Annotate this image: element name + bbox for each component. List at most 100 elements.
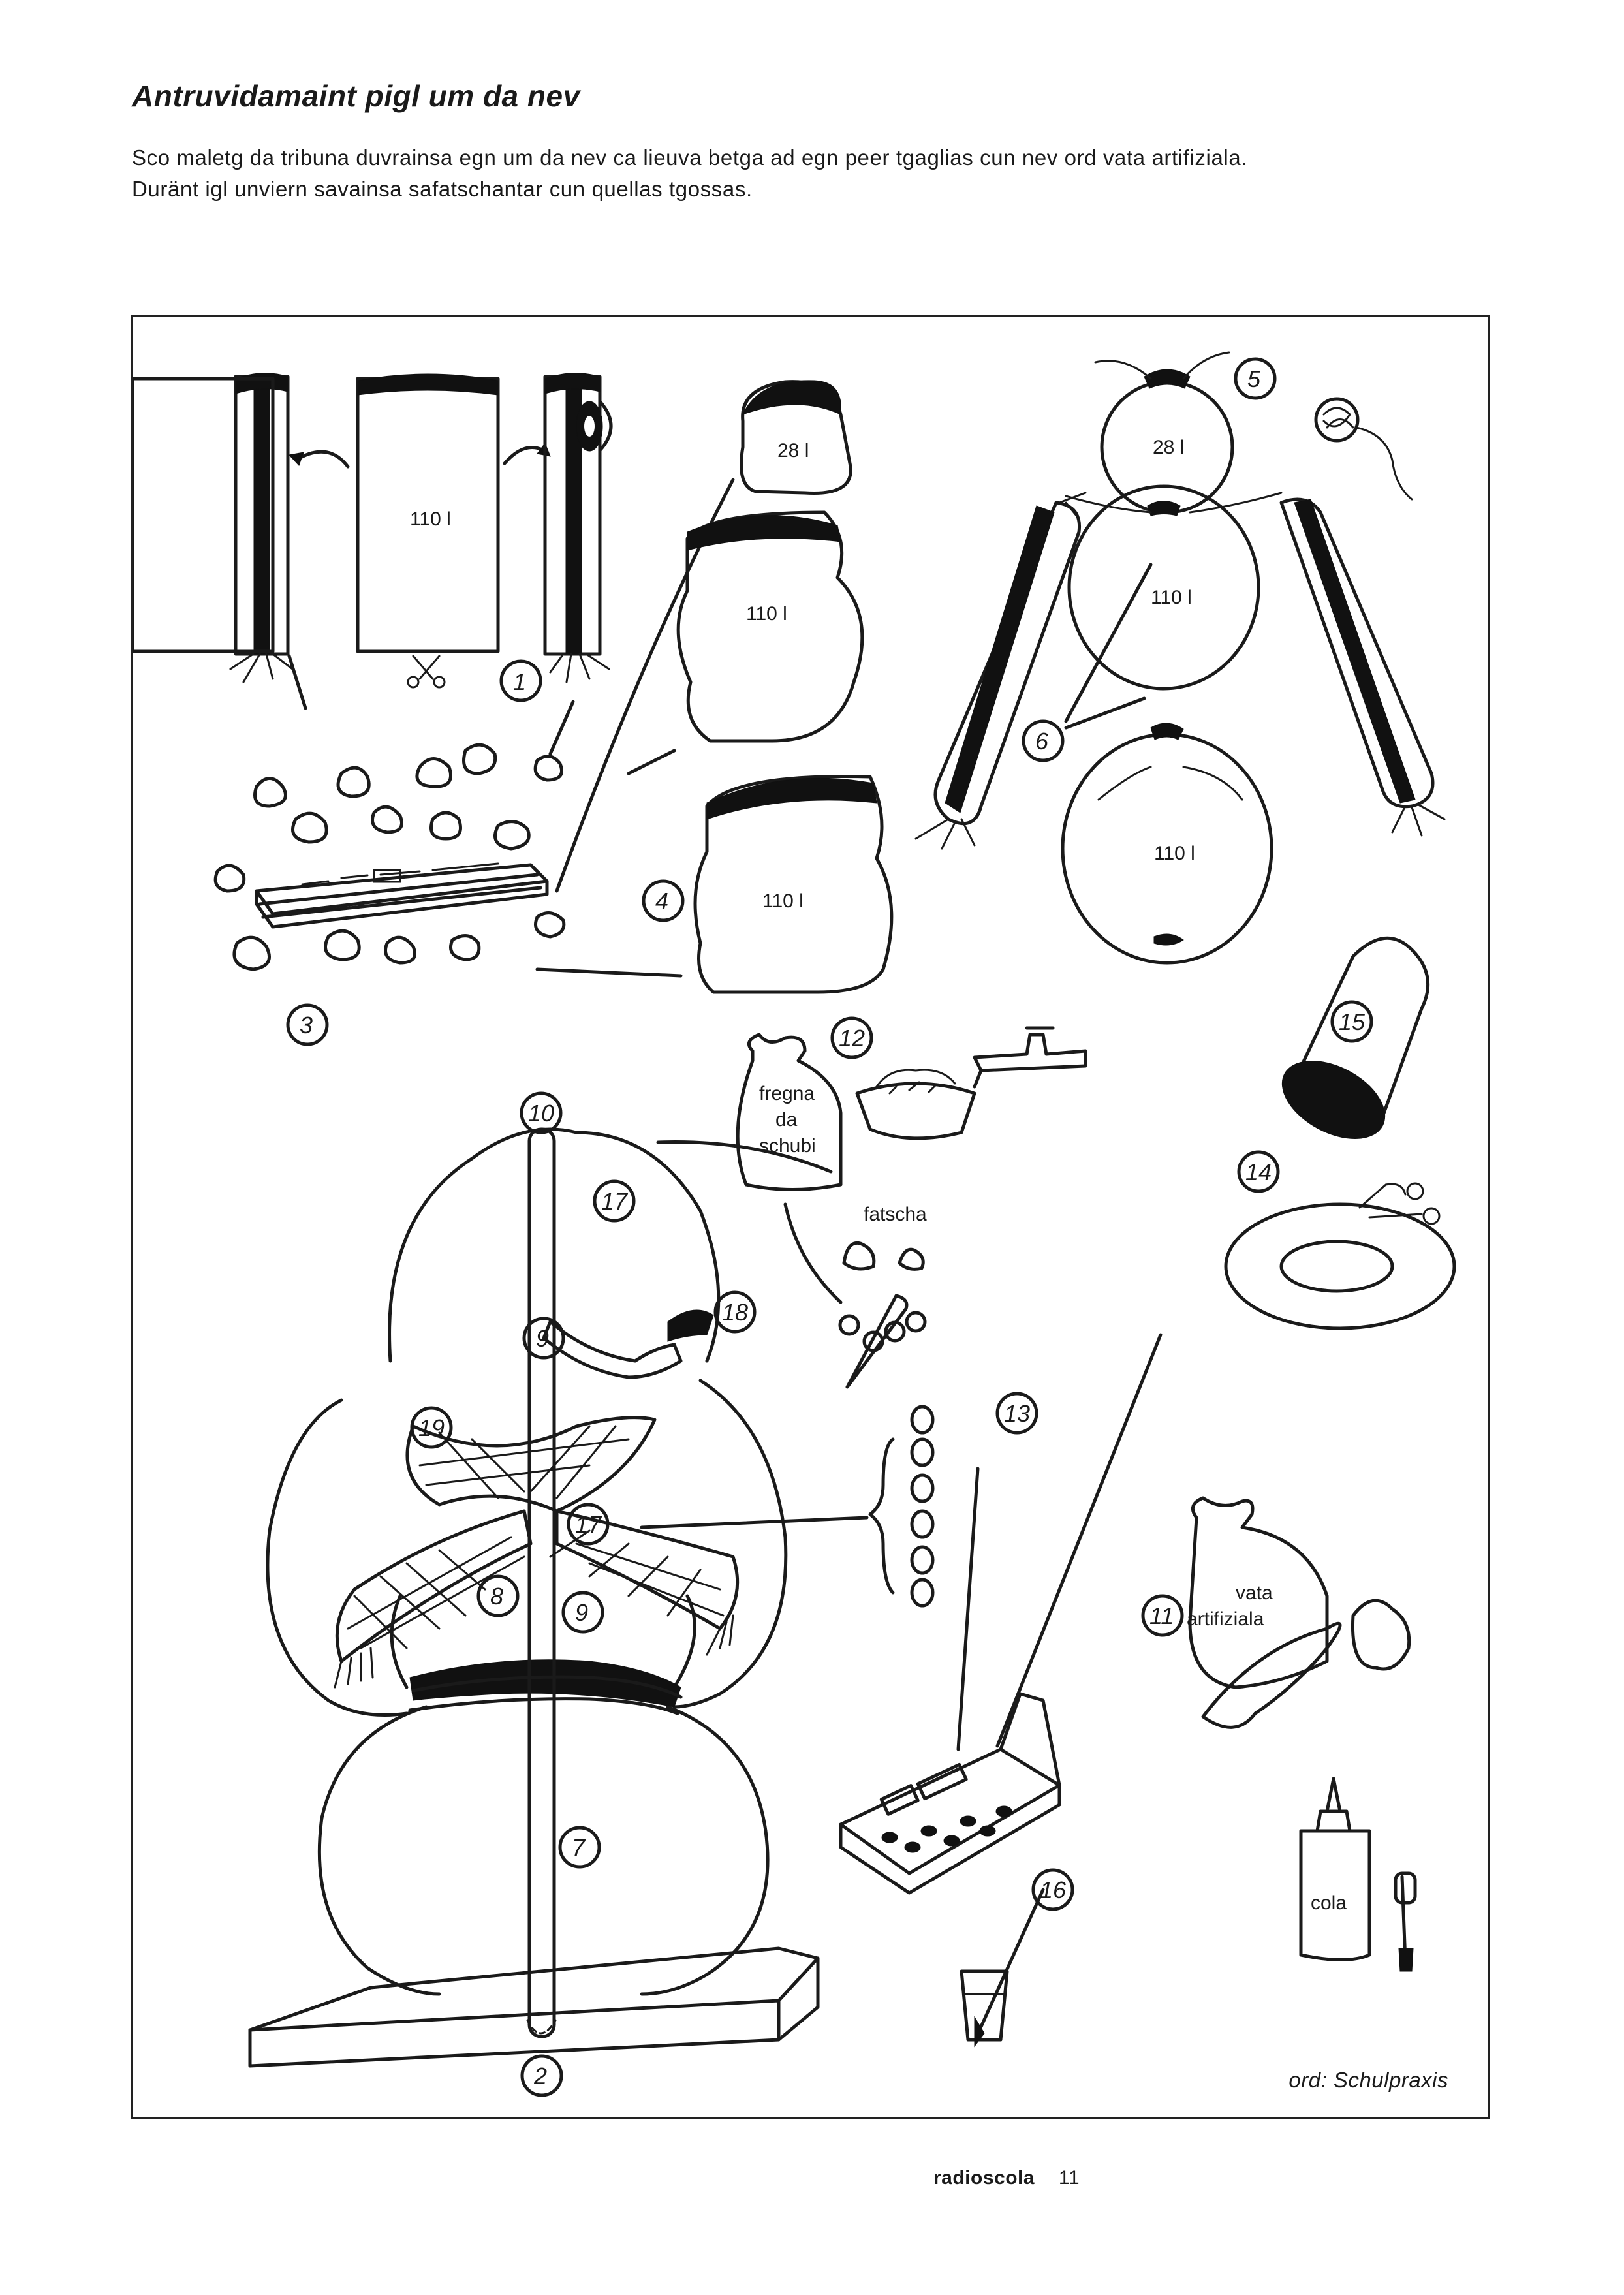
bag-top-label: 28 l xyxy=(1153,437,1184,458)
step-number-11: 11 xyxy=(1141,1594,1184,1637)
sawdust-bag: fregna da schubi xyxy=(736,1033,843,1191)
svg-text:9: 9 xyxy=(536,1325,549,1352)
arrow-to-head xyxy=(656,1140,833,1174)
step-number-17b: 17 xyxy=(567,1503,610,1546)
page-number: 11 xyxy=(1058,2167,1080,2189)
snowman-arm-left xyxy=(914,492,1087,850)
assembled-snowman-bags: 28 l 110 l 110 l xyxy=(1061,351,1283,965)
arrow-up-right xyxy=(548,700,575,756)
arrow-paint-up xyxy=(956,1467,980,1751)
stuffed-bag-28: 28 l xyxy=(740,380,852,495)
svg-text:4: 4 xyxy=(655,888,668,914)
svg-text:19: 19 xyxy=(418,1414,445,1441)
snowman-instructions-illustration: 110 l 1 xyxy=(133,351,1456,2097)
svg-text:10: 10 xyxy=(528,1100,554,1127)
step-number-9b: 9 xyxy=(522,1317,565,1360)
cotton-label-1: vata xyxy=(1236,1582,1273,1604)
arrow-to-strip-right xyxy=(503,446,546,465)
step-number-13: 13 xyxy=(995,1392,1038,1435)
sawdust-label-1: fregna xyxy=(759,1083,815,1104)
crumpled-paper-balls xyxy=(213,743,566,971)
newspaper-stack xyxy=(255,862,549,929)
glue-bottle: cola xyxy=(1299,1777,1417,1972)
svg-text:5: 5 xyxy=(1247,366,1261,392)
svg-text:17: 17 xyxy=(601,1188,629,1215)
arrow-to-bag-mid xyxy=(627,749,676,775)
arrow-to-bag-low xyxy=(535,967,683,978)
step-number-15: 15 xyxy=(1330,1000,1373,1043)
paint-box xyxy=(839,1692,1061,1895)
svg-text:1: 1 xyxy=(513,668,526,695)
svg-text:8: 8 xyxy=(490,1583,503,1610)
step-number-7: 7 xyxy=(558,1826,601,1869)
arrow-6-neck xyxy=(1064,563,1153,723)
water-bowl-with-tap xyxy=(855,1026,1087,1140)
step-number-9a: 9 xyxy=(561,1591,604,1634)
finished-snowman xyxy=(248,1127,820,2068)
water-glass-brush xyxy=(960,1888,1045,2048)
plate xyxy=(1224,1182,1456,1330)
step-number-6: 6 xyxy=(1022,719,1065,762)
string-ball xyxy=(1314,397,1413,501)
step-number-3: 3 xyxy=(286,1003,329,1046)
step-number-12: 12 xyxy=(830,1016,873,1059)
step-number-14: 14 xyxy=(1237,1150,1280,1193)
bag-strip-right xyxy=(543,373,613,683)
arrow-paint-to-plate xyxy=(995,1333,1163,1748)
snowman-arm-right xyxy=(1279,497,1446,837)
sawdust-label-3: schubi xyxy=(759,1135,816,1157)
face-parts: fatscha xyxy=(838,1204,927,1389)
bag-bottom-label: 110 l xyxy=(1154,843,1195,864)
bag-strip-left xyxy=(229,373,294,683)
intro-text: Sco maletg da tribuna duvrainsa egn um d… xyxy=(132,142,1503,205)
buttons-column xyxy=(868,1405,935,1608)
intro-line-1: Sco maletg da tribuna duvrainsa egn um d… xyxy=(132,146,1248,170)
publication-name: radioscola xyxy=(933,2167,1035,2189)
svg-text:3: 3 xyxy=(300,1012,313,1038)
bag-110b-label: 110 l xyxy=(762,890,804,912)
step-number-8: 8 xyxy=(476,1574,520,1617)
svg-text:12: 12 xyxy=(839,1025,865,1052)
step-number-5: 5 xyxy=(1234,357,1277,400)
stuffed-bag-110-a: 110 l xyxy=(676,510,864,743)
step-number-10: 10 xyxy=(520,1091,563,1134)
svg-text:17: 17 xyxy=(575,1511,602,1538)
svg-text:15: 15 xyxy=(1339,1008,1366,1035)
arrow-up-left xyxy=(287,654,307,710)
svg-text:18: 18 xyxy=(722,1299,748,1326)
svg-text:11: 11 xyxy=(1149,1602,1174,1629)
face-label: fatscha xyxy=(864,1204,927,1225)
svg-text:14: 14 xyxy=(1245,1159,1272,1185)
stuffed-bag-110-b: 110 l xyxy=(693,775,894,994)
page-footer: radioscola 11 xyxy=(933,2167,1080,2189)
bag-110a-label: 110 l xyxy=(746,603,787,625)
arrow-to-buttons xyxy=(640,1516,869,1529)
svg-text:13: 13 xyxy=(1004,1400,1030,1427)
illustration-frame: 110 l 1 xyxy=(131,315,1490,2119)
svg-text:7: 7 xyxy=(572,1834,586,1861)
svg-text:6: 6 xyxy=(1035,728,1049,755)
bag-flat-label: 110 l xyxy=(410,508,451,530)
arrow-6-waist xyxy=(1064,696,1146,730)
cotton-label-2: artifiziala xyxy=(1187,1608,1264,1630)
bag-mid-label: 110 l xyxy=(1151,587,1192,608)
arrow-to-face xyxy=(783,1202,843,1304)
step-number-17a: 17 xyxy=(593,1179,636,1223)
intro-line-2: Duränt igl unviern savainsa safatschanta… xyxy=(132,177,753,201)
arrow-to-strip-left xyxy=(294,450,350,469)
step-number-2: 2 xyxy=(520,2054,563,2097)
image-credit: ord: Schulpraxis xyxy=(1288,2068,1448,2092)
step-number-19: 19 xyxy=(410,1406,453,1449)
svg-text:2: 2 xyxy=(533,2063,547,2089)
bag-28-label: 28 l xyxy=(777,440,809,461)
step-number-1: 1 xyxy=(499,659,542,702)
step-number-18: 18 xyxy=(713,1290,757,1334)
cotton-wool-bag: vata artifiziala xyxy=(1187,1496,1411,1729)
step-number-4: 4 xyxy=(642,879,685,922)
bucket xyxy=(1281,936,1430,1140)
bag-110-flat: 110 l xyxy=(133,373,500,689)
sawdust-label-2: da xyxy=(775,1109,798,1131)
svg-text:9: 9 xyxy=(575,1599,588,1626)
glue-label: cola xyxy=(1311,1892,1347,1914)
step-number-16: 16 xyxy=(1031,1868,1074,1911)
